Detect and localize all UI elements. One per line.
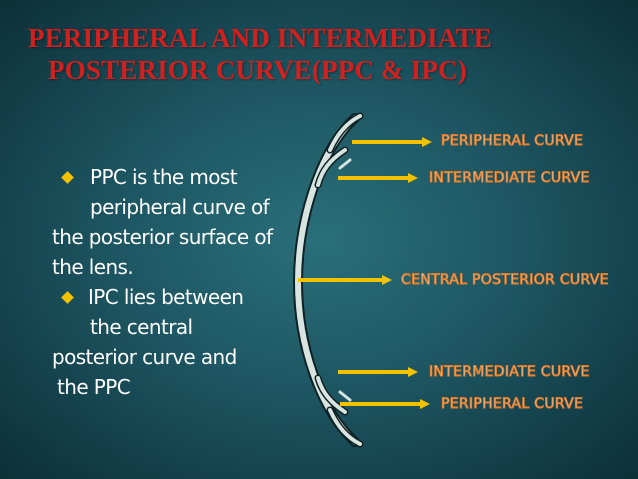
label-peripheral-curve-bottom: PERIPHERAL CURVE xyxy=(440,396,584,413)
title-line-1: PERIPHERAL AND INTERMEDIATE xyxy=(28,23,492,53)
bullet1-line3: the posterior surface of xyxy=(52,225,273,249)
title-line-2: POSTERIOR CURVE(PPC & IPC) xyxy=(48,55,467,85)
bullet1-line4: the lens. xyxy=(52,255,134,279)
label-intermediate-curve-top: INTERMEDIATE CURVE xyxy=(429,170,590,187)
bullet2-line2: the central xyxy=(90,315,193,339)
slide-title: PERIPHERAL AND INTERMEDIATE POSTERIOR CU… xyxy=(28,22,588,86)
bullet2-line1: IPC lies between xyxy=(88,285,244,309)
label-intermediate-curve-bottom: INTERMEDIATE CURVE xyxy=(429,364,590,381)
bullet2-line4: the PPC xyxy=(57,375,131,399)
label-peripheral-curve-top: PERIPHERAL CURVE xyxy=(440,133,584,150)
bullet2-line3: posterior curve and xyxy=(52,345,237,369)
arrows xyxy=(298,137,432,409)
bullet1-line1: PPC is the most xyxy=(90,165,238,189)
label-central-posterior-curve: CENTRAL POSTERIOR CURVE xyxy=(401,272,609,289)
bullet1-line2: peripheral curve of xyxy=(90,195,270,219)
